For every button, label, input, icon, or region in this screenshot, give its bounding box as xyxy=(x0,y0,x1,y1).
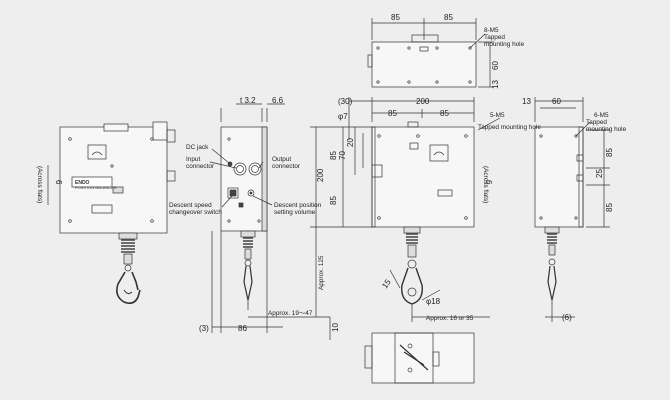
callouts: DC jack Input connector Output connector… xyxy=(36,27,627,216)
hook-icon xyxy=(243,259,253,310)
dim-phi18: φ18 xyxy=(426,297,441,306)
tapped-front-label-1: 5-M5 xyxy=(490,112,505,119)
descent-position-label-1: Descent position xyxy=(274,202,322,209)
dim-66: 6.6 xyxy=(272,96,284,105)
top-dim-13: 13 xyxy=(491,80,500,89)
across-flats-mid: (Across flats) xyxy=(482,166,489,203)
tapped-top-label-3: mounting hole xyxy=(484,41,525,48)
dim-85-b: 85 xyxy=(440,109,449,118)
bottom-body xyxy=(371,332,475,384)
dim-10: 10 xyxy=(331,323,340,332)
input-connector-label-1: Input xyxy=(186,156,200,163)
side-dim-25: 25 xyxy=(595,169,604,178)
across-flats-left: (Across flats) xyxy=(36,166,43,203)
hook-icon xyxy=(547,258,557,322)
dim-approx-16-35: Approx. 16 or 35 xyxy=(426,315,474,322)
dim-t32: t 3.2 xyxy=(240,96,256,105)
dim-85-a: 85 xyxy=(388,109,397,118)
side-dim-13: 13 xyxy=(522,97,531,106)
connector-icon xyxy=(233,162,247,176)
descent-speed-label-2: changeover switch xyxy=(169,209,222,216)
left-view xyxy=(47,121,176,304)
hook-icon xyxy=(401,259,423,322)
logo-plate-icon xyxy=(91,204,113,214)
handle-recess-icon xyxy=(429,144,449,162)
tapped-front-label-2: Tapped mounting hole xyxy=(478,124,541,131)
dim-20: 20 xyxy=(346,138,355,147)
front-body xyxy=(371,126,475,228)
dim-85-v1: 85 xyxy=(329,151,338,160)
side-dim-6: (6) xyxy=(562,313,572,322)
dim-approx-19-47: Approx. 19～47 xyxy=(268,310,313,317)
output-connector-label-1: Output xyxy=(272,156,291,163)
dim-phi7: φ7 xyxy=(338,112,348,121)
handle-recess-icon xyxy=(87,144,107,160)
panel-body xyxy=(220,126,268,232)
dim-15: 15 xyxy=(380,277,393,290)
brand-logo: ENDO xyxy=(75,180,90,186)
dim-200-v: 200 xyxy=(316,168,325,182)
coil-spring-icon xyxy=(118,232,138,265)
dim-approx-125: Approx. 125 xyxy=(318,255,325,290)
dim-30: (30) xyxy=(338,97,353,106)
bottom-view xyxy=(364,332,475,384)
dimensions: t 3.2 6.6 (3) 86 Approx. 19～47 6 (30) 20… xyxy=(54,13,614,333)
dim-85-v2: 85 xyxy=(329,196,338,205)
connector-icon xyxy=(248,162,262,176)
coil-spring-icon xyxy=(403,226,421,258)
tapped-side-label-1: 6-M5 xyxy=(594,112,609,119)
dim-86: 86 xyxy=(238,324,247,333)
tapped-side-label-2: Tapped xyxy=(586,119,607,126)
top-body xyxy=(371,41,477,88)
coil-spring-icon xyxy=(544,226,560,256)
dim-3: (3) xyxy=(199,324,209,333)
side-view xyxy=(534,97,610,322)
side-dim-85-a: 85 xyxy=(605,148,614,157)
top-view xyxy=(367,18,494,88)
descent-speed-label-1: Descent speed xyxy=(169,202,212,209)
dim-6-left: 6 xyxy=(54,180,63,185)
output-connector-label-2: connector xyxy=(272,163,301,170)
coil-spring-icon xyxy=(240,230,256,260)
dc-jack-label: DC jack xyxy=(186,144,209,151)
side-dim-85-b: 85 xyxy=(605,203,614,212)
dim-6-mid: 6 xyxy=(484,180,493,185)
descent-position-label-2: setting volume xyxy=(274,209,316,216)
top-dim-60: 60 xyxy=(491,61,500,70)
front-view xyxy=(310,97,501,340)
tapped-side-label-3: mounting hole xyxy=(586,126,627,133)
top-dim-85-b: 85 xyxy=(444,13,453,22)
product-name: POSITION BALANCER xyxy=(75,185,117,190)
side-dim-60: 60 xyxy=(552,97,561,106)
top-dim-85-a: 85 xyxy=(391,13,400,22)
tapped-top-label-2: Tapped xyxy=(484,34,505,41)
input-connector-label-2: connector xyxy=(186,163,215,170)
dim-70: 70 xyxy=(338,151,347,160)
side-body xyxy=(534,126,584,228)
panel-view xyxy=(209,103,330,333)
tapped-top-label-1: 8-M5 xyxy=(484,27,499,34)
dim-200-top: 200 xyxy=(416,97,430,106)
hook-icon xyxy=(116,264,141,304)
